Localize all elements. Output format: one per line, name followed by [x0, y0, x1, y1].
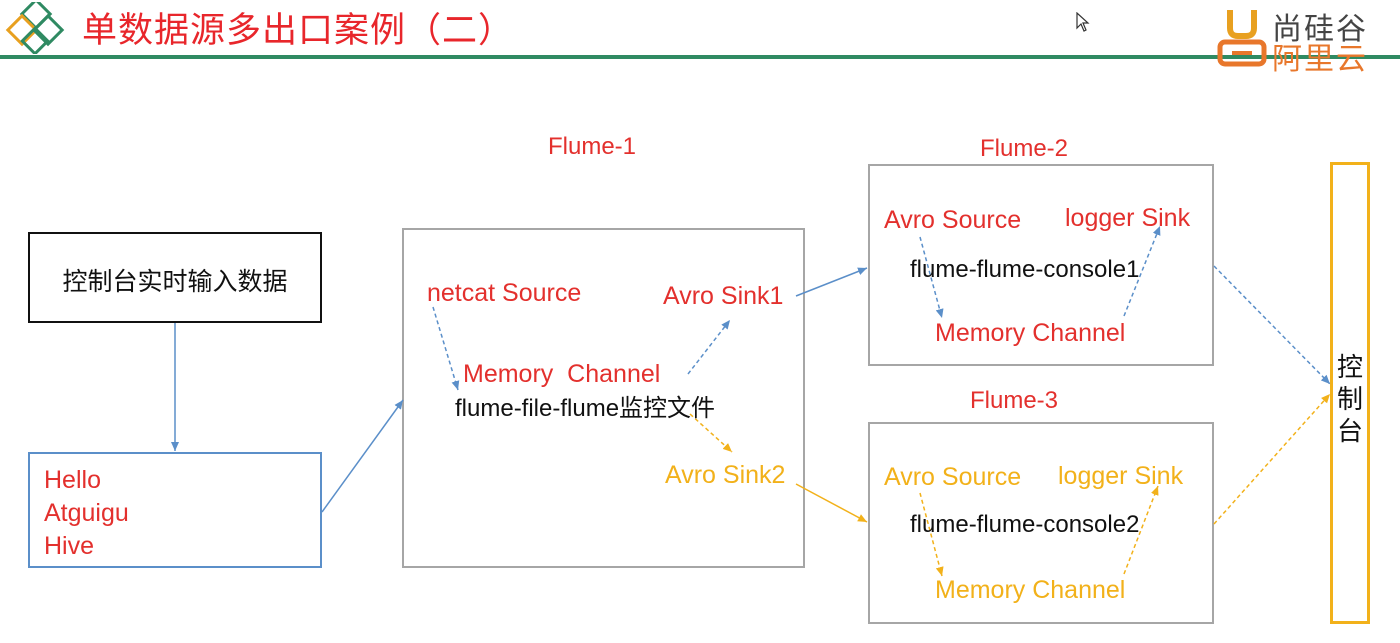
flume1-box [402, 228, 805, 568]
flume2-title: Flume-2 [980, 135, 1069, 162]
console-char: 台 [1336, 416, 1363, 446]
flume1-title: Flume-1 [548, 133, 637, 160]
arrow-channel-to-sink1 [687, 319, 731, 375]
flume1-agent-name: flume-file-flume监控文件 [455, 395, 716, 422]
arrow-data-to-flume1 [321, 399, 404, 513]
flume3-agent-name: flume-flume-console2 [910, 511, 1140, 538]
flume3-box [868, 422, 1214, 624]
flume3-source: Avro Source [884, 463, 1022, 491]
page-title: 单数据源多出口案例（二） [82, 11, 515, 50]
logo-icon [1214, 4, 1270, 68]
data-line: Hello [44, 466, 101, 494]
flume2-source: Avro Source [884, 206, 1022, 234]
flume3-title: Flume-3 [970, 387, 1059, 414]
data-line: Atguigu [44, 499, 129, 527]
arrow-f3-channel-to-sink [1123, 485, 1159, 575]
arrow-sink2-to-flume3 [795, 483, 868, 523]
flume1-sink2: Avro Sink2 [665, 461, 786, 489]
flume2-sink: logger Sink [1065, 204, 1191, 232]
arrow-f3-source-to-channel [919, 492, 944, 577]
logo-text-bottom: 阿里云 [1272, 43, 1368, 76]
input-box: 控制台实时输入数据 [28, 232, 322, 323]
flume1-sink1: Avro Sink1 [663, 282, 784, 310]
flume1-channel: Memory Channel [463, 360, 661, 388]
cursor-icon [1076, 11, 1090, 37]
header-diamond-icon [4, 0, 66, 56]
flume2-channel: Memory Channel [935, 319, 1126, 347]
console-char: 控 [1336, 352, 1363, 382]
logo-text-top: 尚硅谷 [1272, 13, 1368, 46]
flume3-channel: Memory Channel [935, 576, 1126, 604]
data-line: Hive [44, 532, 95, 560]
header-divider [0, 55, 1400, 59]
flume3-sink: logger Sink [1058, 462, 1184, 490]
flume1-source: netcat Source [427, 279, 582, 307]
arrow-f2-channel-to-sink [1123, 225, 1161, 317]
console-char: 制 [1336, 384, 1363, 414]
data-box: Hello Atguigu Hive [28, 452, 322, 568]
flume2-agent-name: flume-flume-console1 [910, 256, 1140, 283]
flume2-box [868, 164, 1214, 366]
arrow-source-to-channel [432, 306, 460, 391]
arrow-flume3-to-console [1213, 393, 1331, 525]
arrow-flume2-to-console [1213, 265, 1331, 385]
input-box-label: 控制台实时输入数据 [62, 268, 288, 296]
console-box: 控 制 台 [1330, 162, 1370, 624]
arrow-channel-to-sink2 [689, 413, 733, 453]
arrow-sink1-to-flume2 [795, 267, 868, 297]
